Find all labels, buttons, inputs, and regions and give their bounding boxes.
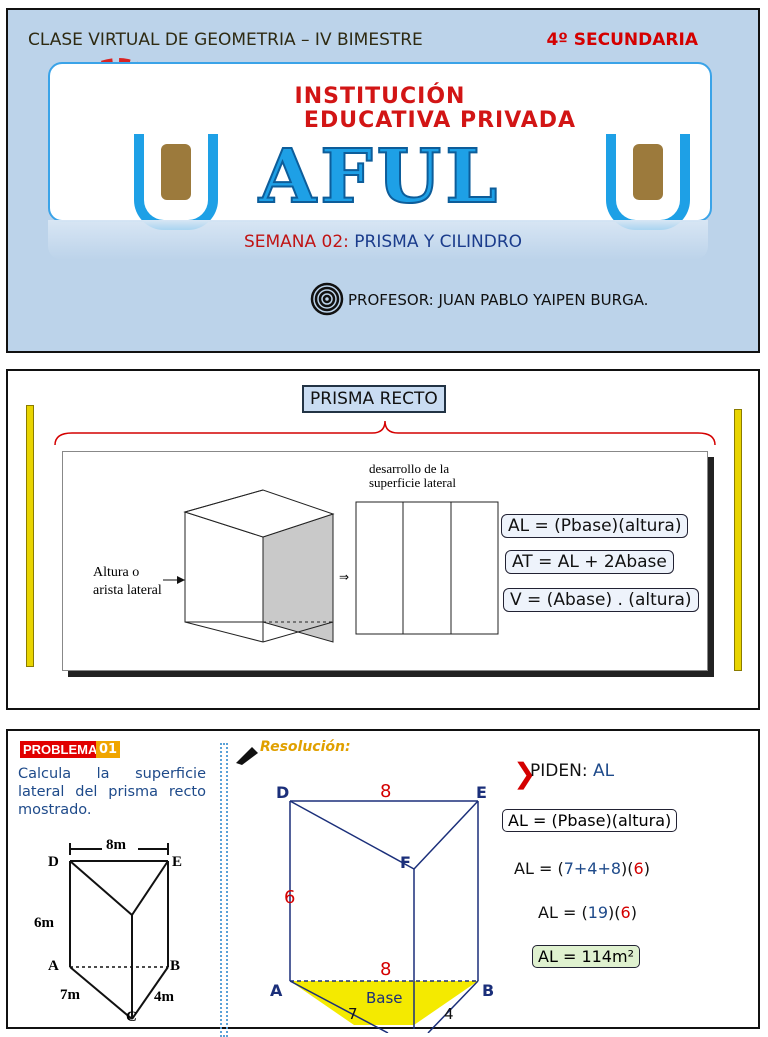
resolution-label: Resolución: [260, 739, 351, 755]
step2-prefix: AL = ( [538, 903, 588, 922]
vertex-C-left: C [126, 1009, 137, 1025]
height-label: Altura o arista lateral [93, 564, 162, 600]
vertex-F-right: F [400, 853, 411, 872]
step2-sum: 19 [587, 903, 609, 922]
edge-a-label-left: 7m [60, 987, 80, 1003]
step1-mid: )( [621, 859, 634, 878]
implies-symbol: ⇒ [339, 570, 350, 584]
u-left-letter [134, 134, 218, 230]
requested-prefix: PIDEN: [530, 761, 593, 781]
step1-prefix: AL = ( [514, 859, 564, 878]
development-label-line1: desarrollo de la [369, 461, 450, 476]
total-area-formula: AT = AL + 2Abase [505, 550, 674, 574]
week-topic-name: PRISMA Y CILINDRO [354, 232, 523, 252]
prism-diagram: Altura o arista lateral ⇒ desarrollo de … [62, 451, 708, 671]
school-banner: INSTITUCIÓN EDUCATIVA PRIVADA AFUL [48, 62, 712, 230]
vertex-B-left: B [170, 958, 181, 974]
spiral-icon [310, 282, 344, 316]
title-slide: CLASE VIRTUAL DE GEOMETRIA – IV BIMESTRE… [6, 8, 760, 353]
requested-label: PIDEN: AL [530, 761, 614, 781]
problem-statement: Calcula la superficie lateral del prisma… [18, 766, 206, 818]
institution-line1: INSTITUCIÓN [294, 84, 466, 109]
teacher-name: PROFESOR: JUAN PABLO YAIPEN BURGA. [348, 291, 649, 309]
chevron-right-icon: ❯ [513, 757, 537, 790]
top-edge-label-right: 8 [380, 781, 392, 802]
pencil-icon [236, 747, 258, 765]
development-label-line2: superficie lateral [369, 475, 456, 490]
grade-label: 4º SECUNDARIA [546, 30, 698, 50]
brand-name: AFUL [258, 133, 502, 221]
course-title: CLASE VIRTUAL DE GEOMETRIA – IV BIMESTRE [28, 30, 423, 50]
vertex-B-right: B [482, 981, 495, 1000]
problem-label: PROBLEMA [20, 741, 101, 758]
problem-number: 01 [96, 741, 121, 758]
idol-icon [633, 144, 663, 200]
step2-height: 6 [620, 903, 631, 922]
step1-height: 6 [633, 859, 644, 878]
edge-a-label-right: 7 [348, 1005, 358, 1023]
volume-formula: V = (Abase) . (altura) [503, 588, 699, 612]
height-label-line2: arista lateral [93, 583, 162, 598]
lateral-area-formula: AL = (Pbase)(altura) [501, 514, 689, 538]
vertex-D-right: D [276, 783, 290, 802]
edge-b-label-left: 4m [154, 989, 174, 1005]
problem-slide: PROBLEMA 01 Calcula la superficie latera… [6, 729, 760, 1037]
vertex-E-left: E [172, 854, 183, 870]
vertex-D-left: D [48, 854, 59, 870]
development-label: desarrollo de la superficie lateral [369, 462, 456, 490]
requested-value: AL [592, 761, 615, 781]
theory-slide: PRISMA RECTO Altura o arista lateral ⇒ [6, 369, 760, 710]
vertex-A-left: A [48, 958, 59, 974]
base-label-right: Base [366, 989, 403, 1007]
mid-edge-label-right: 8 [380, 959, 392, 980]
step1-end: ) [643, 859, 650, 878]
step1-sum: 7+4+8 [563, 859, 622, 878]
edge-b-label-right: 4 [444, 1005, 454, 1023]
ruler-right-decoration [734, 409, 742, 671]
solution-step-1: AL = (7+4+8)(6) [514, 859, 650, 878]
solution-formula: AL = (Pbase)(altura) [502, 809, 678, 832]
top-edge-label-left: 8m [106, 837, 126, 853]
prism-figure [163, 489, 499, 643]
ruler-left-decoration [26, 405, 34, 667]
solution-step-2: AL = (19)(6) [538, 903, 637, 922]
banner-reflection [48, 220, 708, 260]
vertex-E-right: E [476, 783, 487, 802]
brace [54, 420, 716, 446]
problem-prism-figure [69, 843, 169, 1020]
height-label-left: 6m [34, 915, 54, 931]
final-answer: AL = 114m² [532, 945, 640, 968]
height-label-line1: Altura o [93, 565, 140, 580]
slide-title: PRISMA RECTO [302, 385, 446, 413]
step2-end: ) [630, 903, 637, 922]
idol-icon [161, 144, 191, 200]
week-prefix: SEMANA 02: [243, 232, 355, 252]
week-topic: SEMANA 02: PRISMA Y CILINDRO [8, 232, 758, 252]
vertex-A-right: A [270, 981, 283, 1000]
height-label-right: 6 [284, 887, 296, 908]
separator [220, 743, 228, 1037]
step2-mid: )( [608, 903, 621, 922]
u-right-letter [606, 134, 690, 230]
institution-line2: EDUCATIVA PRIVADA [303, 108, 577, 133]
